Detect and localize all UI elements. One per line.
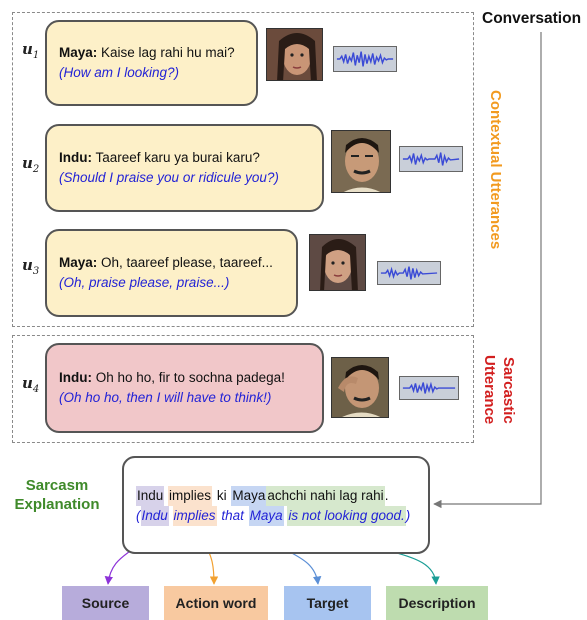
action-word-tag: Action word [164, 586, 268, 620]
audio-waveform-3 [377, 261, 441, 285]
utterance-text-3: Maya: Oh, taareef please, taareef... [59, 255, 273, 270]
target-span: Maya [248, 506, 284, 526]
sarcastic-label-line1: Sarcastic [500, 356, 517, 424]
contextual-utterances-label: Contextual Utterances [487, 90, 504, 250]
utterance-label-2: u2 [22, 154, 40, 175]
sentence-end: . [384, 488, 389, 503]
utterance-translation-4: (Oh ho ho, then I will have to think!) [59, 390, 272, 405]
action-span: implies [168, 486, 213, 506]
utterance-translation-2: (Should I praise you or ridicule you?) [59, 170, 279, 185]
audio-waveform-2 [399, 146, 463, 172]
paren-close: ) [405, 508, 411, 523]
utterance-bubble-3: Maya: Oh, taareef please, taareef... (Oh… [45, 229, 298, 317]
description-span: is not looking good. [287, 506, 406, 526]
utterance-text-2: Indu: Taareef karu ya burai karu? [59, 150, 260, 165]
utterance-label-1: u1 [22, 40, 40, 61]
utterance-text-4: Indu: Oh ho ho, fir to sochna padega! [59, 370, 285, 385]
conversation-flow-arrow [433, 32, 542, 509]
utterance-bubble-2: Indu: Taareef karu ya burai karu? (Shoul… [45, 124, 324, 212]
source-span: Indu [140, 506, 169, 526]
target-span: Maya [231, 486, 267, 506]
utterance-bubble-1: Maya: Kaise lag rahi hu mai? (How am I l… [45, 20, 258, 106]
audio-waveform-4 [399, 376, 459, 400]
sarcastic-group [12, 335, 474, 443]
source-tag: Source [62, 586, 149, 620]
indu-face-thumbnail [331, 357, 389, 418]
maya-face-thumbnail [266, 28, 323, 81]
description-tag: Description [386, 586, 488, 620]
maya-face-thumbnail [309, 234, 366, 291]
action-span: implies [172, 506, 217, 526]
description-span: achchi nahi lag rahi [266, 486, 385, 506]
utterance-label-4: u4 [22, 374, 40, 395]
conversation-label: Conversation [482, 10, 582, 27]
contextual-group [12, 12, 474, 327]
utterance-translation-3: (Oh, praise please, praise...) [59, 275, 230, 290]
utterance-translation-1: (How am I looking?) [59, 65, 180, 80]
indu-face-thumbnail [331, 130, 391, 193]
explanation-english: (Indu implies that Maya is not looking g… [136, 506, 410, 526]
sarcastic-utterance-label: Sarcastic Utterance [480, 350, 518, 430]
audio-waveform-1 [333, 46, 397, 72]
target-tag: Target [284, 586, 371, 620]
sarcasm-explanation-label: Sarcasm Explanation [14, 477, 100, 513]
utterance-text-1: Maya: Kaise lag rahi hu mai? [59, 45, 235, 60]
connector-word: ki [216, 488, 227, 503]
source-span: Indu [136, 486, 165, 506]
connector-word: that [221, 508, 244, 523]
utterance-label-3: u3 [22, 256, 40, 277]
utterance-bubble-4: Indu: Oh ho ho, fir to sochna padega! (O… [45, 343, 324, 433]
sarcastic-label-line2: Utterance [481, 355, 498, 425]
paren-open: ( [136, 508, 141, 523]
